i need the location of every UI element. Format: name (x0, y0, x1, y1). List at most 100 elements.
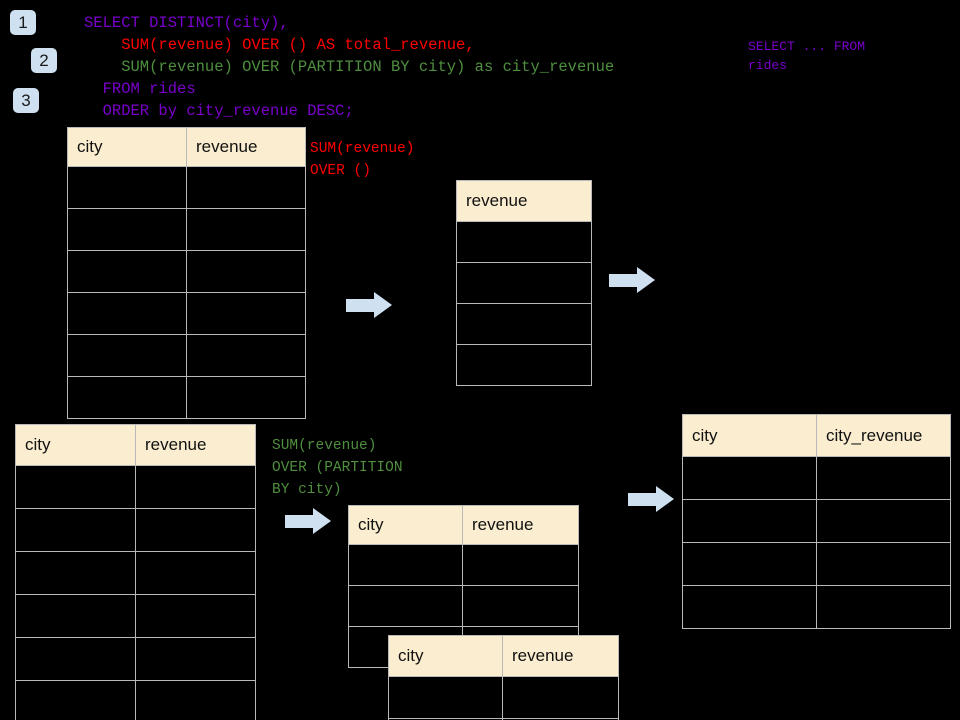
column-header-city: city (67, 127, 187, 167)
table-row (456, 221, 592, 263)
table-rides-source-bottom: city revenue (15, 424, 256, 720)
table-row (15, 637, 256, 681)
table-row (682, 456, 951, 500)
sql-line-total-revenue: SUM(revenue) OVER () AS total_revenue, (84, 36, 475, 54)
table-row (67, 376, 306, 419)
cell-revenue (462, 544, 579, 586)
annotation-city-revenue-line1: SUM(revenue) (272, 438, 377, 454)
column-header-revenue: revenue (462, 505, 579, 545)
column-header-city: city (682, 414, 817, 457)
step-badge-2-label: 2 (39, 51, 49, 70)
annotation-total-revenue-line2: OVER () (310, 163, 371, 179)
cell-city (15, 594, 136, 638)
step-badge-3: 3 (13, 88, 39, 113)
table-header-row: city revenue (388, 635, 619, 677)
cell-revenue (186, 250, 306, 293)
annotation-city-revenue-line3: BY city) (272, 482, 342, 498)
table-row (67, 208, 306, 251)
sql-line-from: FROM rides (84, 80, 196, 98)
arrow-right-icon-bottom-right (628, 486, 674, 513)
cell-city (67, 250, 187, 293)
cell-city (15, 508, 136, 552)
cell-revenue (502, 676, 619, 719)
cell-revenue (462, 585, 579, 627)
sql-line-order-by: ORDER by city_revenue DESC; (84, 102, 354, 120)
cell-revenue (135, 551, 256, 595)
table-row (388, 676, 619, 719)
cell-city (67, 208, 187, 251)
table-body (67, 166, 306, 419)
table-row (348, 585, 579, 627)
table-row (456, 262, 592, 304)
sql-line-select-distinct: SELECT DISTINCT(city), (84, 14, 289, 32)
cell-city (682, 499, 817, 543)
table-partition-group-b: city revenue (388, 635, 619, 720)
column-header-city: city (15, 424, 136, 466)
sql-line-city-revenue: SUM(revenue) OVER (PARTITION BY city) as… (84, 58, 615, 76)
arrow-right-icon-top-right (609, 267, 655, 294)
cell-revenue (135, 594, 256, 638)
table-header-row: city revenue (67, 127, 306, 167)
cell-city (348, 585, 463, 627)
cell-city (15, 465, 136, 509)
arrow-right-icon-top-left (346, 292, 392, 319)
annotation-total-revenue-line1: SUM(revenue) (310, 141, 415, 157)
table-row (15, 508, 256, 552)
table-header-row: city revenue (15, 424, 256, 466)
table-header-row: revenue (456, 180, 592, 222)
cell-city (67, 334, 187, 377)
cell-revenue (135, 465, 256, 509)
cell-revenue (186, 208, 306, 251)
table-row (15, 465, 256, 509)
table-row (15, 594, 256, 638)
cell-city (348, 544, 463, 586)
cell-revenue (502, 718, 619, 720)
column-header-city: city (388, 635, 503, 677)
table-row (348, 544, 579, 586)
cell-city-revenue (816, 499, 951, 543)
cell-city (388, 676, 503, 719)
table-body (682, 456, 951, 629)
table-row (15, 551, 256, 595)
table-body (456, 221, 592, 386)
cell-city (67, 292, 187, 335)
table-row (67, 334, 306, 377)
step-badge-1-label: 1 (18, 13, 28, 32)
column-header-revenue: revenue (186, 127, 306, 167)
column-header-revenue: revenue (502, 635, 619, 677)
cell-city-revenue (816, 542, 951, 586)
cell-revenue (135, 508, 256, 552)
annotation-city-revenue-line2: OVER (PARTITION (272, 460, 403, 476)
cell-city (15, 637, 136, 681)
table-row (682, 499, 951, 543)
table-body (15, 465, 256, 720)
cell-city-revenue (816, 585, 951, 629)
cell-revenue (456, 262, 592, 304)
column-header-revenue: revenue (135, 424, 256, 466)
step-badge-3-label: 3 (21, 91, 31, 110)
cell-revenue (135, 680, 256, 720)
table-header-row: city revenue (348, 505, 579, 545)
table-final-result: city city_revenue (682, 414, 951, 629)
cell-city (682, 542, 817, 586)
cell-city (682, 456, 817, 500)
cell-revenue (135, 637, 256, 681)
table-header-row: city city_revenue (682, 414, 951, 457)
cell-city (15, 680, 136, 720)
table-total-revenue-window: revenue (456, 180, 592, 386)
side-note-select-from-line2: rides (748, 58, 788, 73)
table-row (682, 585, 951, 629)
cell-revenue (456, 303, 592, 345)
cell-revenue (186, 292, 306, 335)
column-header-city-revenue: city_revenue (816, 414, 951, 457)
cell-city (682, 585, 817, 629)
table-body (388, 676, 619, 720)
cell-revenue (456, 344, 592, 386)
cell-city-revenue (816, 456, 951, 500)
table-row (682, 542, 951, 586)
table-row (67, 250, 306, 293)
cell-city (15, 551, 136, 595)
cell-city (67, 166, 187, 209)
arrow-right-icon-bottom-left (285, 508, 331, 535)
